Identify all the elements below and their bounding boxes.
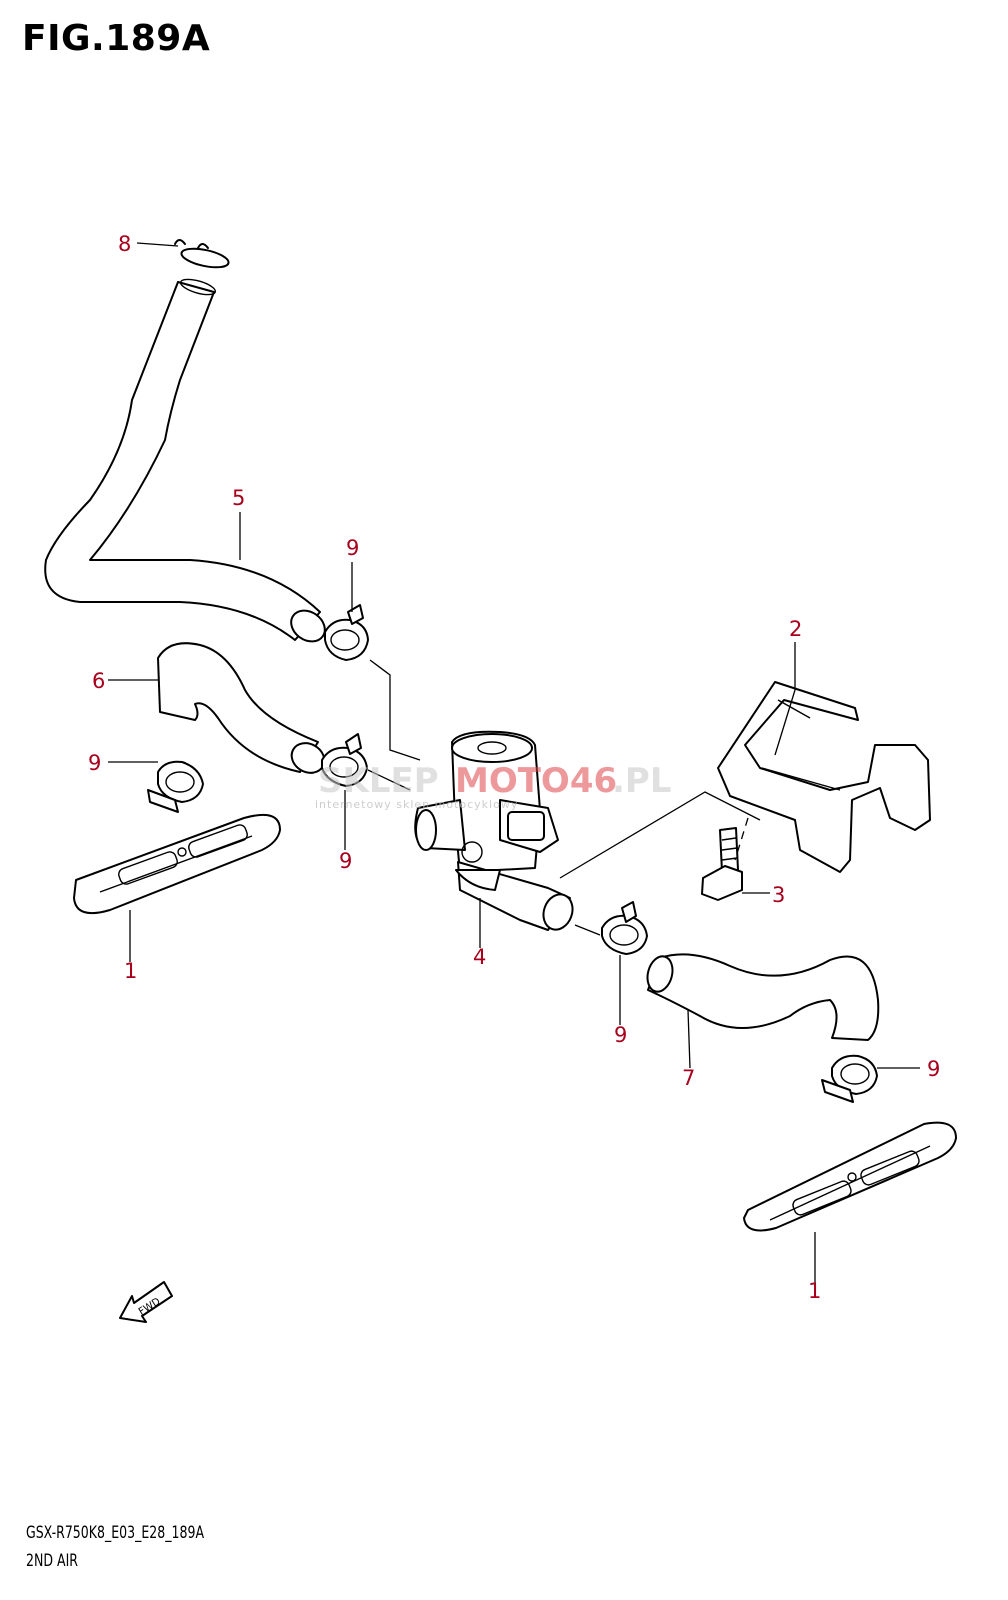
callout-7: 7: [682, 1066, 695, 1090]
watermark-part1: SKLEP: [318, 761, 439, 801]
part-1-gasket-b: [743, 1121, 957, 1232]
part-6-short-hose: [157, 642, 326, 774]
callout-6: 6: [92, 669, 105, 693]
part-9-clip-e: [821, 1054, 878, 1103]
callout-3: 3: [772, 883, 785, 907]
callout-9-right: 9: [927, 1057, 940, 1081]
callout-5: 5: [232, 486, 245, 510]
part-7-hose: [646, 953, 880, 1041]
fwd-arrow: FWD: [119, 1281, 173, 1323]
part-9-clip-a: [324, 604, 369, 661]
watermark-tagline: internetowy sklep motocyklowy: [315, 798, 518, 811]
part-9-clip-d: [601, 901, 648, 955]
part-9-clip-b: [147, 760, 204, 813]
part-2-bracket: [717, 681, 931, 873]
callout-9-mid: 9: [339, 849, 352, 873]
watermark-part3: .PL: [612, 761, 672, 801]
callout-9-top: 9: [346, 536, 359, 560]
figure-title: FIG.189A: [22, 18, 211, 59]
callout-1-left: 1: [124, 959, 137, 983]
callout-numbers: 8 5 9 6 9 9 2 3 4 1 9 7 9 1: [88, 232, 940, 1303]
callout-2: 2: [789, 617, 802, 641]
model-code: GSX-R750K8_E03_E28_189A: [26, 1523, 205, 1543]
callout-1-right: 1: [808, 1279, 821, 1303]
part-8-clip: [174, 239, 230, 269]
part-4-valve-assembly: [414, 730, 574, 931]
callout-9-right-mid: 9: [614, 1023, 627, 1047]
callout-9-left: 9: [88, 751, 101, 775]
diagram-subtitle: 2ND AIR: [26, 1551, 78, 1571]
part-5-long-hose: [44, 278, 326, 643]
leader-lines: [108, 242, 920, 1285]
callout-8: 8: [118, 232, 131, 256]
watermark-part2: MOTO46: [455, 761, 617, 801]
part-1-gasket-a: [73, 814, 281, 914]
part-3-bolt: [701, 827, 743, 901]
watermark: SKLEP MOTO46 .PL internetowy sklep motoc…: [315, 761, 672, 811]
part-9-clip-c: [321, 733, 368, 787]
callout-4: 4: [473, 945, 486, 969]
